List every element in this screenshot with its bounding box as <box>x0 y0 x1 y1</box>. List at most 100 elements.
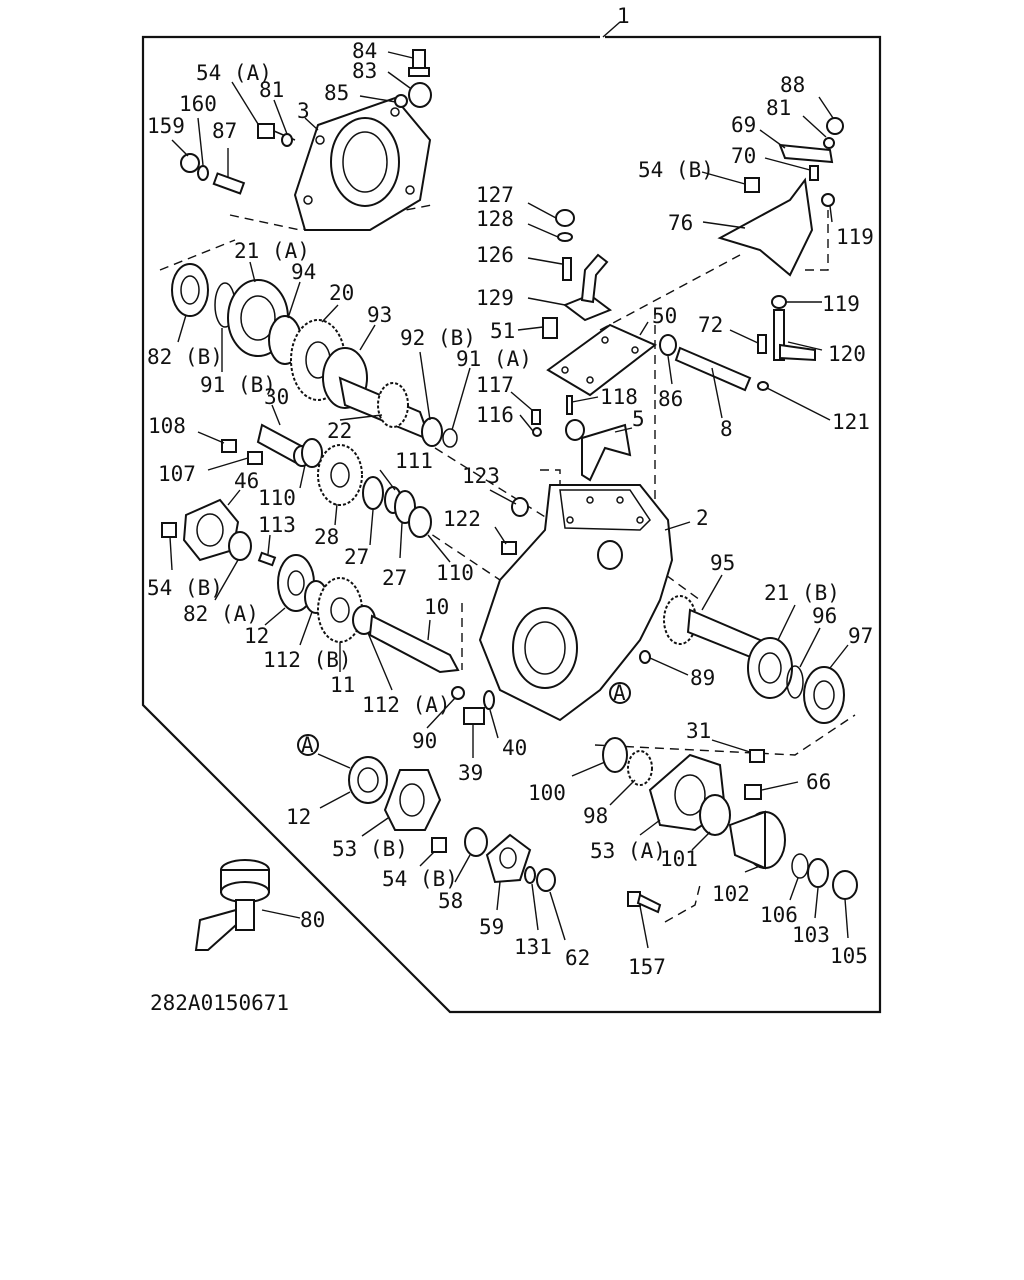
label-121: 121 <box>832 410 870 434</box>
label-98: 98 <box>583 804 608 828</box>
bolt-54b-left <box>161 522 177 538</box>
bolt-108 <box>221 439 237 453</box>
label-83: 83 <box>352 59 377 83</box>
label-123: 123 <box>462 464 500 488</box>
label-28: 28 <box>314 525 339 549</box>
label-54b-top: 54 (B) <box>638 158 714 182</box>
label-106: 106 <box>760 903 798 927</box>
label-54b-lower: 54 (B) <box>382 867 458 891</box>
label-112a: 112 (A) <box>362 693 451 717</box>
label-112b: 112 (B) <box>263 648 352 672</box>
label-3: 3 <box>297 99 310 123</box>
lever-8 <box>674 346 752 392</box>
bolt-54b-lower <box>431 837 447 853</box>
washer-81-right <box>823 137 835 149</box>
label-101: 101 <box>660 847 698 871</box>
fork-5 <box>565 419 632 482</box>
bolt-31 <box>749 749 765 763</box>
label-72: 72 <box>698 313 723 337</box>
gasket-40 <box>483 690 495 710</box>
bolt-54b-top <box>744 177 760 193</box>
bolt-66 <box>744 784 762 800</box>
nut-88 <box>826 117 844 135</box>
label-31: 31 <box>686 719 711 743</box>
label-117: 117 <box>476 373 514 397</box>
label-54a: 54 (A) <box>196 61 272 85</box>
label-30: 30 <box>264 385 289 409</box>
label-113: 113 <box>258 513 296 537</box>
label-110-a: 110 <box>258 486 296 510</box>
plug-84 <box>408 49 430 77</box>
label-46: 46 <box>234 469 259 493</box>
pin-118 <box>566 395 573 415</box>
label-2: 2 <box>696 506 709 530</box>
seal-82b <box>171 263 209 317</box>
washer-110b <box>408 506 432 538</box>
nut-159 <box>180 153 200 173</box>
label-84: 84 <box>352 39 377 63</box>
label-91b: 91 (B) <box>200 373 276 397</box>
washer-103 <box>807 858 829 888</box>
label-66: 66 <box>806 770 831 794</box>
seal-97 <box>803 666 845 724</box>
pin-117 <box>531 409 541 425</box>
label-119-top: 119 <box>836 225 874 249</box>
gear-28 <box>317 444 363 506</box>
nut-119-bottom <box>771 295 787 309</box>
label-58: 58 <box>438 889 463 913</box>
label-21b: 21 (B) <box>764 581 840 605</box>
label-128: 128 <box>476 207 514 231</box>
bolt-157 <box>627 891 662 914</box>
nut-105 <box>832 870 858 900</box>
label-22: 22 <box>327 419 352 443</box>
label-70: 70 <box>731 144 756 168</box>
label-116: 116 <box>476 403 514 427</box>
label-119-bottom: 119 <box>822 292 860 316</box>
flange-102 <box>728 810 786 870</box>
pin-122 <box>501 541 517 555</box>
bracket-76 <box>717 177 814 277</box>
group-brackets <box>159 204 856 923</box>
label-90: 90 <box>412 729 437 753</box>
label-93: 93 <box>367 303 392 327</box>
cover-3 <box>293 96 432 231</box>
label-40: 40 <box>502 736 527 760</box>
needle-27a <box>362 476 384 510</box>
label-86: 86 <box>658 387 683 411</box>
label-85: 85 <box>324 81 349 105</box>
snap-ring-91a <box>442 428 458 448</box>
label-120: 120 <box>828 342 866 366</box>
label-100: 100 <box>528 781 566 805</box>
label-103: 103 <box>792 923 830 947</box>
washer-81 <box>281 133 293 147</box>
label-108: 108 <box>148 414 186 438</box>
o-ring-106 <box>791 853 809 879</box>
washer-160 <box>197 165 209 181</box>
assembly-leader <box>602 21 621 38</box>
needle-bearing-92b <box>421 417 443 447</box>
label-11: 11 <box>330 673 355 697</box>
label-94: 94 <box>291 260 316 284</box>
label-21a: 21 (A) <box>234 239 310 263</box>
label-27-b: 27 <box>382 566 407 590</box>
label-50: 50 <box>652 304 677 328</box>
label-8: 8 <box>720 417 733 441</box>
housing-2 <box>478 484 674 722</box>
o-ring-89 <box>639 650 651 664</box>
svg-text:A: A <box>301 733 314 757</box>
label-111: 111 <box>395 449 433 473</box>
label-20: 20 <box>329 281 354 305</box>
ring-98 <box>627 750 653 786</box>
label-159: 159 <box>147 114 185 138</box>
label-126: 126 <box>476 243 514 267</box>
bolt-126 <box>562 257 572 281</box>
label-81-right: 81 <box>766 96 791 120</box>
label-91a: 91 (A) <box>456 347 532 371</box>
shaft-120 <box>773 309 816 362</box>
label-97: 97 <box>848 624 873 648</box>
spring-70 <box>809 165 819 181</box>
label-87: 87 <box>212 119 237 143</box>
label-82b: 82 (B) <box>147 345 223 369</box>
washer-128 <box>557 232 573 242</box>
